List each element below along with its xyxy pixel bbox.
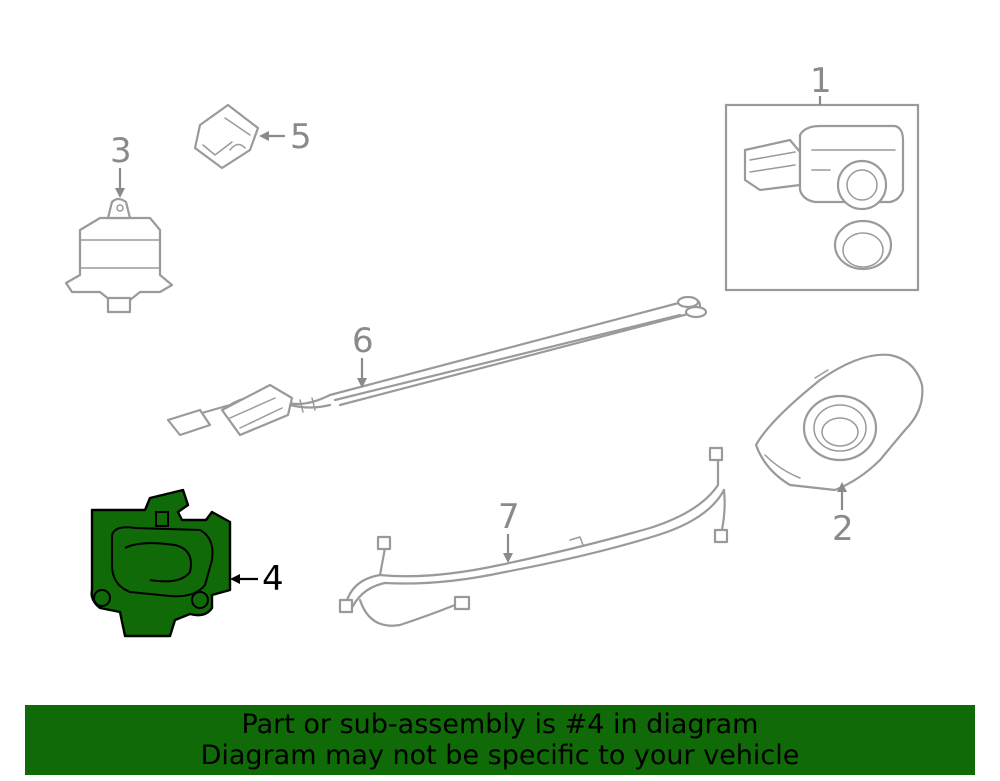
callout-1: 1	[810, 61, 832, 101]
banner-line-1: Part or sub-assembly is #4 in diagram	[241, 709, 759, 740]
info-banner: Part or sub-assembly is #4 in diagram Di…	[25, 705, 975, 775]
part-5-connector[interactable]	[193, 103, 260, 170]
callout-4: 4	[262, 559, 284, 599]
part-2-sensor-bezel[interactable]	[754, 353, 924, 492]
callout-3: 3	[110, 131, 132, 171]
part-6-wire-harness[interactable]	[166, 295, 708, 437]
callout-6: 6	[352, 321, 374, 361]
part-4-bracket-highlighted[interactable]	[90, 488, 232, 638]
parts-diagram: 1 2 3 4 5	[64, 61, 924, 638]
part-7-wire-harness[interactable]	[338, 446, 729, 627]
callout-2: 2	[832, 509, 854, 549]
callout-7: 7	[498, 497, 520, 537]
part-3-control-module[interactable]	[64, 197, 174, 314]
callout-5: 5	[290, 117, 312, 157]
part-1-sensor-assembly[interactable]	[724, 103, 920, 292]
banner-line-2: Diagram may not be specific to your vehi…	[200, 740, 800, 771]
